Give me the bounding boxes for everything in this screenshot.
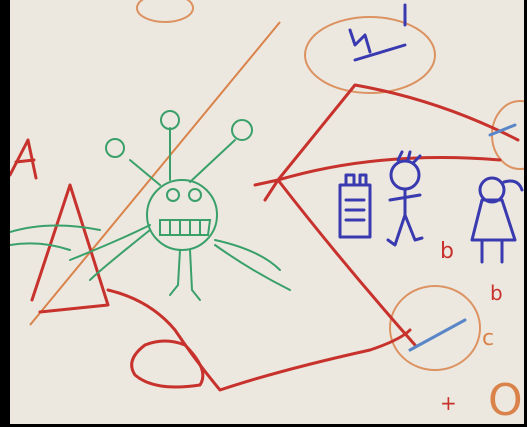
monster-head: [147, 180, 217, 250]
red-loop: [132, 341, 203, 387]
antenna-ball-left: [106, 139, 124, 157]
blue-box-tab-left: [346, 175, 354, 185]
letter-b-two: b: [490, 281, 503, 305]
blue-box-lines: [346, 200, 364, 220]
orange-circle-lower-right: [390, 286, 480, 370]
red-arrow-tip: [255, 180, 278, 200]
red-letter-shape: [10, 140, 36, 178]
girl-figure-head: [480, 178, 504, 202]
stick-figure-body: [388, 189, 422, 245]
orange-diagonal-line: [30, 22, 280, 325]
red-middle-stroke: [278, 158, 500, 181]
red-upper-arrow: [278, 85, 518, 180]
antenna-ball-right: [232, 120, 252, 140]
blue-top-scribbles: [350, 5, 405, 60]
monster-eye-right: [189, 189, 201, 201]
stick-figure-head: [391, 161, 419, 189]
red-lower-stroke: [108, 290, 410, 390]
blue-stroke-lower: [410, 320, 465, 350]
monster-teeth: [160, 220, 210, 235]
letter-o: O: [488, 375, 523, 424]
monster-antennae: [130, 128, 235, 185]
doodle-canvas: b b c + O: [10, 0, 524, 424]
girl-figure-hair: [504, 181, 522, 190]
girl-figure-body: [472, 200, 515, 262]
red-shapes: [10, 85, 518, 390]
red-diagonal-stroke: [278, 180, 415, 345]
letter-b-one: b: [440, 239, 454, 264]
monster-eye-left: [167, 189, 179, 201]
green-monster: [10, 111, 290, 300]
orange-circle-top: [137, 0, 193, 22]
whiteboard: b b c + O: [10, 0, 524, 424]
antenna-ball-center: [161, 111, 179, 129]
orange-circles: [137, 0, 524, 370]
letter-c: c: [482, 326, 494, 351]
monster-legs: [170, 250, 200, 300]
blue-box-tab-right: [360, 175, 366, 185]
scribbled-letters: b b c + O: [440, 239, 523, 424]
letter-plus: +: [440, 391, 457, 415]
